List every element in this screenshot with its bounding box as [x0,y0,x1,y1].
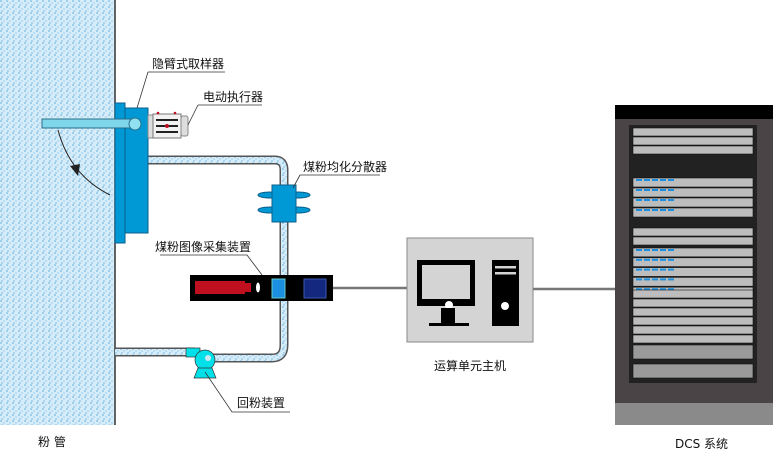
label-dcs: DCS 系统 [675,437,728,451]
rack-led [636,209,642,211]
rack-unit-18 [632,325,754,335]
rack-unit-20 [632,344,754,360]
label-actuator: 电动执行器 [203,90,263,104]
rack-led [660,258,666,261]
label-image-device: 煤粉图像采集装置 [155,239,251,254]
rack-led [668,199,674,201]
label-disperser: 煤粉均化分散器 [303,159,387,174]
rack-led [636,258,642,261]
rack-unit-2 [632,145,754,155]
powder-disperser [257,184,311,223]
rack-led [644,278,650,281]
rack-unit-17 [632,316,754,326]
rack-led [652,288,658,291]
computing-host [406,237,534,343]
rack-led [668,258,674,261]
rack-led [644,268,650,271]
rack-led [636,249,642,251]
rack-led [668,189,674,191]
rack-led [652,179,658,181]
rack-led [644,288,650,291]
rack-led [636,179,642,181]
powder-return-fan [185,347,217,379]
sample-pipe [115,155,289,363]
dcs-rack [615,105,773,425]
rack-unit-8 [632,236,754,246]
rack-unit-14 [632,289,754,299]
rack-unit-5 [632,197,754,208]
rack-led [660,278,666,281]
rack-led [652,249,658,251]
rack-led [652,278,658,281]
hidden-arm-sampler [41,102,149,244]
rack-led [644,199,650,201]
rack-led [644,209,650,211]
rack-led [668,268,674,271]
rack-led [652,258,658,261]
rack-led [660,288,666,291]
rack-led [644,189,650,191]
rack-unit-7 [632,227,754,237]
rack-led [636,199,642,201]
rack-led [660,189,666,191]
rack-led [668,209,674,211]
rack-unit-15 [632,298,754,308]
rack-unit-6 [632,207,754,218]
rack-led [668,278,674,281]
leader-lines [136,71,380,413]
rack-unit-11 [632,267,754,277]
rack-led [660,179,666,181]
rack-unit-0 [632,127,754,137]
label-host: 运算单元主机 [434,358,506,373]
label-sampler: 隐臂式取样器 [152,56,224,71]
rack-led [668,179,674,181]
rack-unit-16 [632,307,754,317]
rack-led [644,179,650,181]
rack-unit-4 [632,187,754,198]
rack-led [660,209,666,211]
rack-led [668,288,674,291]
label-pipe: 粉 管 [38,434,66,449]
rack-unit-19 [632,334,754,344]
rack-led [652,199,658,201]
rack-led [652,209,658,211]
rack-led [636,288,642,291]
rack-led [636,278,642,281]
rack-led [660,249,666,251]
electric-actuator [147,111,189,139]
rotation-arrow-icon [70,164,80,176]
rack-led [636,268,642,271]
rack-led [668,249,674,251]
rack-unit-9 [632,247,754,258]
rack-unit-21 [632,363,754,379]
rack-led [660,199,666,201]
rack-led [660,268,666,271]
rack-unit-1 [632,136,754,146]
coal-pipe [0,0,116,425]
rack-led [644,249,650,251]
rack-unit-10 [632,257,754,267]
image-acquisition-device [190,275,333,301]
rack-led [652,189,658,191]
rack-led [652,268,658,271]
label-return-device: 回粉装置 [237,396,285,410]
rack-unit-12 [632,277,754,287]
rack-led [636,189,642,191]
rack-led [644,258,650,261]
rack-unit-3 [632,177,754,188]
